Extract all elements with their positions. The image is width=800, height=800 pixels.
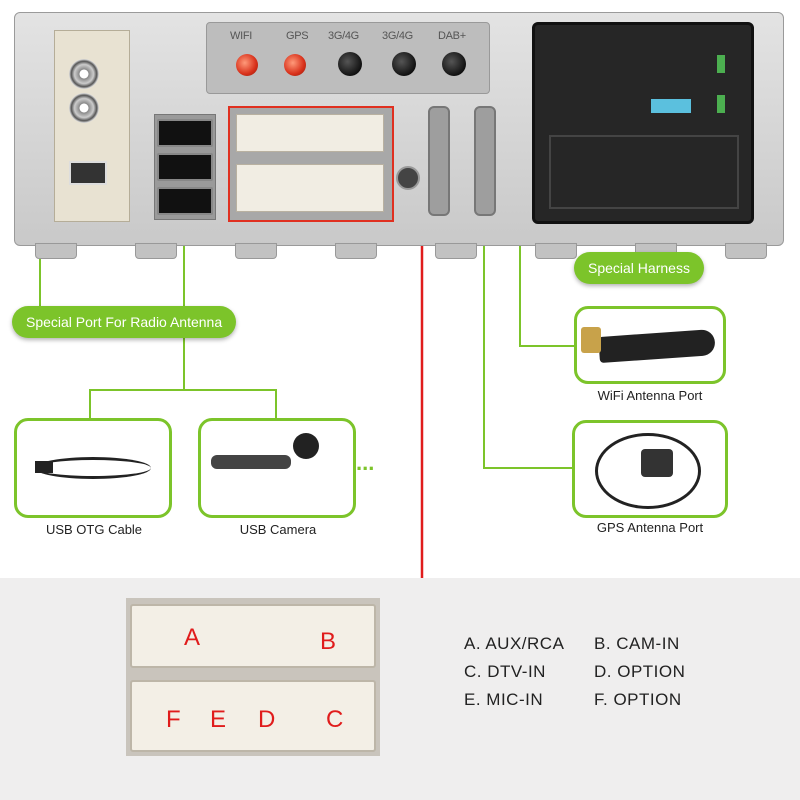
main-harness-connector bbox=[532, 22, 754, 224]
vent-slot bbox=[474, 106, 496, 216]
plug-row-top bbox=[130, 604, 376, 668]
panel-foot bbox=[435, 243, 477, 259]
plug-letter-f: F bbox=[166, 706, 181, 733]
gps-connector bbox=[284, 54, 306, 76]
dab-connector bbox=[442, 52, 466, 76]
connector-row-top bbox=[236, 114, 384, 152]
panel-foot bbox=[135, 243, 177, 259]
radio-antenna-socket-bottom bbox=[69, 93, 99, 123]
gps-antenna-image bbox=[641, 449, 673, 477]
vent-slot bbox=[428, 106, 450, 216]
usb-port-3 bbox=[157, 187, 213, 215]
gps-port-label: GPS bbox=[286, 30, 309, 42]
plug-detail-image bbox=[126, 598, 380, 756]
panel-foot bbox=[335, 243, 377, 259]
panel-foot bbox=[35, 243, 77, 259]
usb-camera-line bbox=[184, 389, 277, 418]
plug-detail-section bbox=[0, 578, 800, 800]
radio-antenna-block bbox=[54, 30, 130, 222]
panel-foot bbox=[235, 243, 277, 259]
legend-e: E. MIC-IN bbox=[464, 690, 544, 709]
wifi-antenna-image bbox=[598, 328, 716, 364]
plug-letter-a: A bbox=[184, 624, 201, 651]
harness-pin-block bbox=[549, 135, 739, 209]
usb-camera-cable-image bbox=[211, 455, 291, 469]
harness-key bbox=[717, 95, 725, 113]
legend-c: C. DTV-IN bbox=[464, 662, 546, 681]
panel-foot bbox=[535, 243, 577, 259]
gps-antenna-caption: GPS Antenna Port bbox=[596, 520, 704, 535]
wifi-connector bbox=[236, 54, 258, 76]
more-accessories-ellipsis: ... bbox=[356, 450, 375, 475]
wifi-antenna-box bbox=[574, 306, 726, 384]
usb-camera-caption: USB Camera bbox=[239, 522, 317, 537]
usb-port-2 bbox=[157, 153, 213, 181]
plug-letter-e: E bbox=[210, 706, 227, 733]
connector-row-bottom bbox=[236, 164, 384, 212]
legend-a: A. AUX/RCA bbox=[464, 634, 565, 653]
radio-antenna-label: Special Port For Radio Antenna bbox=[12, 306, 237, 338]
usb-camera-box bbox=[198, 418, 356, 518]
wifi-port-label: WIFI bbox=[230, 30, 253, 42]
gps-cable-image bbox=[595, 433, 701, 509]
plug-letter-c: C bbox=[326, 706, 344, 733]
plug-letter-d: D bbox=[258, 706, 276, 733]
usb-port-1 bbox=[157, 119, 213, 147]
3g4g-connector-1 bbox=[338, 52, 362, 76]
fuse-icon bbox=[651, 99, 691, 113]
usb-otg-caption: USB OTG Cable bbox=[45, 522, 143, 537]
usb-otg-box bbox=[14, 418, 172, 518]
dab-port-label: DAB+ bbox=[438, 30, 466, 42]
usb-port-stack bbox=[154, 114, 216, 220]
usb-otg-line bbox=[89, 334, 185, 418]
3g4g-port-label-1: 3G/4G bbox=[328, 30, 359, 42]
legend-b: B. CAM-IN bbox=[594, 634, 680, 653]
legend-d: D. OPTION bbox=[594, 662, 686, 681]
usb-otg-cable-image bbox=[35, 457, 151, 479]
usb-camera-image bbox=[293, 433, 319, 459]
panel-foot bbox=[725, 243, 767, 259]
usb-otg-plug bbox=[35, 461, 53, 473]
plug-row-bottom bbox=[130, 680, 376, 752]
wifi-antenna-caption: WiFi Antenna Port bbox=[597, 388, 703, 403]
special-harness-label: Special Harness bbox=[574, 252, 704, 284]
3g4g-connector-2 bbox=[392, 52, 416, 76]
3g4g-port-label-2: 3G/4G bbox=[382, 30, 413, 42]
plug-letter-b: B bbox=[320, 628, 337, 655]
legend-f: F. OPTION bbox=[594, 690, 682, 709]
gps-antenna-box bbox=[572, 420, 728, 518]
mini-usb-port bbox=[69, 161, 107, 185]
screw-icon bbox=[396, 166, 420, 190]
ac-connector-block bbox=[228, 106, 394, 222]
wifi-antenna-connector bbox=[581, 327, 601, 353]
harness-key bbox=[717, 55, 725, 73]
radio-antenna-socket-top bbox=[69, 59, 99, 89]
